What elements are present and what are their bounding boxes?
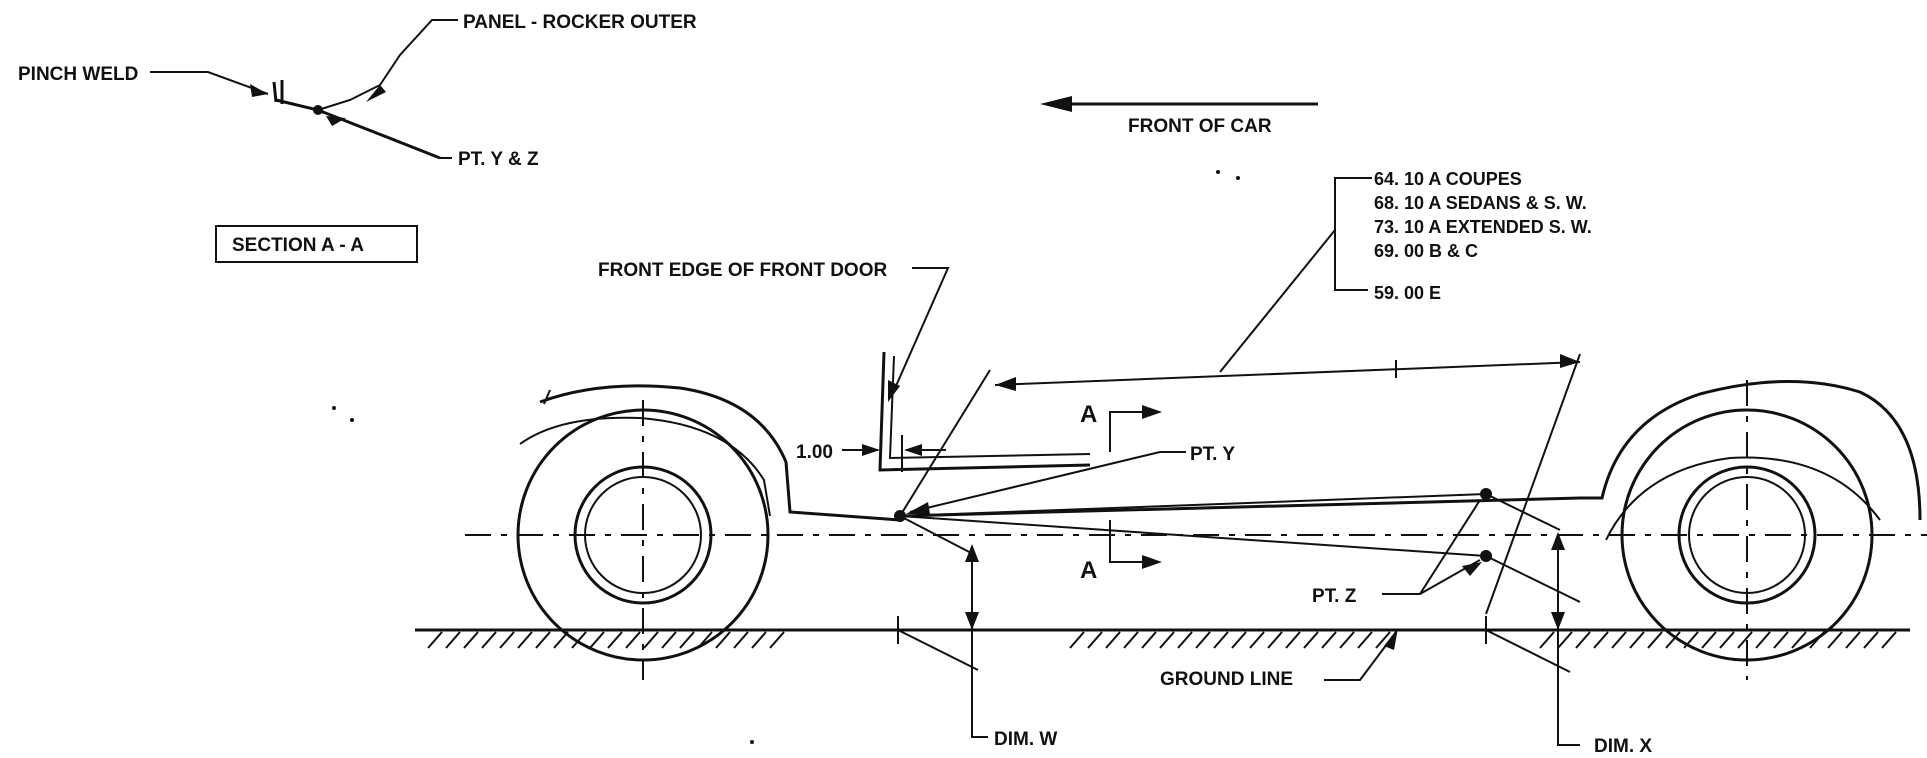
ground: GROUND LINE	[415, 628, 1910, 690]
ground-line-leader	[1324, 631, 1397, 681]
spec-line-4: 69. 00 B & C	[1374, 241, 1478, 261]
leader-arrowhead	[326, 116, 346, 126]
pt-y-label: PT. Y	[1190, 444, 1235, 465]
pinch-weld-label: PINCH WELD	[18, 64, 138, 85]
section-arrowhead	[1142, 405, 1162, 419]
spec-line-3: 73. 10 A EXTENDED S. W.	[1374, 217, 1592, 237]
pt-z-leader-upper	[1382, 499, 1481, 595]
dim-arrowhead	[965, 612, 979, 630]
scan-speck	[750, 740, 754, 744]
dim-w-extension	[897, 629, 979, 671]
pt-y-z-point	[313, 105, 323, 115]
section-a-a-detail: PANEL - ROCKER OUTER PINCH WELD PT. Y & …	[18, 12, 697, 263]
front-door-edge	[878, 351, 1091, 472]
spec-line-5: 59. 00 E	[1374, 283, 1441, 303]
leader-arrowhead	[366, 85, 386, 102]
pt-z-label: PT. Z	[1312, 586, 1357, 607]
ground-hatching	[427, 631, 1897, 649]
dim-x-extension	[1485, 629, 1571, 673]
section-a-a-box	[215, 225, 418, 263]
pt-y-z-label: PT. Y & Z	[458, 149, 539, 170]
pt-y-leader	[909, 451, 1186, 513]
scan-speck	[350, 418, 354, 422]
pinch-weld-leader	[150, 71, 269, 95]
dim-arrowhead	[904, 444, 922, 456]
rocker-panel-outline	[275, 98, 441, 160]
front-fender-outline	[539, 384, 901, 522]
scan-speck	[332, 406, 336, 410]
diagonal-front-y-to-rear-y	[899, 493, 1487, 517]
front-reference-line	[899, 369, 991, 517]
diagonal-front-y-to-rear-z	[899, 515, 1487, 557]
rear-extension-line	[1485, 493, 1561, 531]
front-extension-line	[899, 515, 976, 556]
rear-extension-line-lower	[1485, 555, 1581, 603]
dim-arrowhead	[1560, 354, 1580, 368]
scan-speck	[1236, 176, 1240, 180]
dim-w-group: DIM. W	[897, 544, 1057, 750]
front-of-car-indicator: FRONT OF CAR	[1040, 96, 1318, 137]
section-mark-top: A	[1080, 401, 1097, 428]
dim-w-leader	[971, 662, 988, 738]
spec-bracket	[1334, 177, 1372, 291]
front-door-group: FRONT EDGE OF FRONT DOOR 1.00	[598, 260, 1091, 472]
front-of-car-label: FRONT OF CAR	[1128, 116, 1272, 137]
dim-arrowhead	[1551, 612, 1565, 630]
body-lower-line	[899, 496, 1581, 518]
rear-fender-inner	[1605, 456, 1881, 541]
leader-arrowhead	[888, 380, 900, 402]
front-door-edge-inner	[888, 355, 1091, 460]
front-wheel	[516, 400, 770, 680]
spec-leader	[1219, 229, 1336, 373]
ground-line-label: GROUND LINE	[1160, 669, 1293, 690]
dim-1-00-label: 1.00	[796, 442, 833, 463]
rear-fender-outline	[1580, 379, 1922, 521]
dim-x-leader	[1557, 670, 1580, 746]
dim-arrowhead	[1551, 532, 1565, 550]
dim-arrowhead	[965, 544, 979, 562]
wheelbase-dimension-line	[994, 361, 1581, 386]
section-a-a-label: SECTION A - A	[232, 235, 364, 256]
dim-arrowhead	[862, 444, 880, 456]
section-arrowhead	[1142, 555, 1162, 569]
leader-arrowhead	[1384, 628, 1398, 650]
section-cut-top	[1109, 411, 1150, 452]
dim-x-group: DIM. X	[1485, 532, 1652, 757]
section-cut-bottom	[1109, 520, 1150, 563]
section-cut-marker: A A	[1080, 401, 1162, 584]
scan-speck	[1216, 170, 1220, 174]
spec-line-2: 68. 10 A SEDANS & S. W.	[1374, 193, 1587, 213]
car-body	[519, 379, 1922, 541]
dim-w-label: DIM. W	[994, 729, 1057, 750]
leader-arrowhead	[250, 84, 268, 97]
measurement-lines: PT. Y PT. Z	[894, 353, 1581, 615]
panel-rocker-outer-label: PANEL - ROCKER OUTER	[463, 12, 697, 33]
section-mark-bottom: A	[1080, 557, 1097, 584]
front-of-car-arrowhead	[1040, 96, 1072, 112]
pinch-weld-flange	[272, 81, 278, 103]
front-edge-of-front-door-label: FRONT EDGE OF FRONT DOOR	[598, 260, 887, 281]
leader-arrowhead	[1462, 562, 1482, 576]
panel-rocker-outer-leader	[317, 19, 458, 111]
dim-arrowhead	[995, 377, 1016, 391]
spec-line-1: 64. 10 A COUPES	[1374, 169, 1522, 189]
front-door-leader	[891, 267, 950, 396]
dim-x-label: DIM. X	[1594, 736, 1652, 757]
wheelbase-spec-group: 64. 10 A COUPES 68. 10 A SEDANS & S. W. …	[1219, 169, 1592, 373]
leader-arrowhead	[906, 502, 930, 514]
front-fender-inner	[519, 416, 771, 517]
front-fender-lip	[543, 389, 551, 405]
rear-reference-line	[1485, 353, 1581, 615]
